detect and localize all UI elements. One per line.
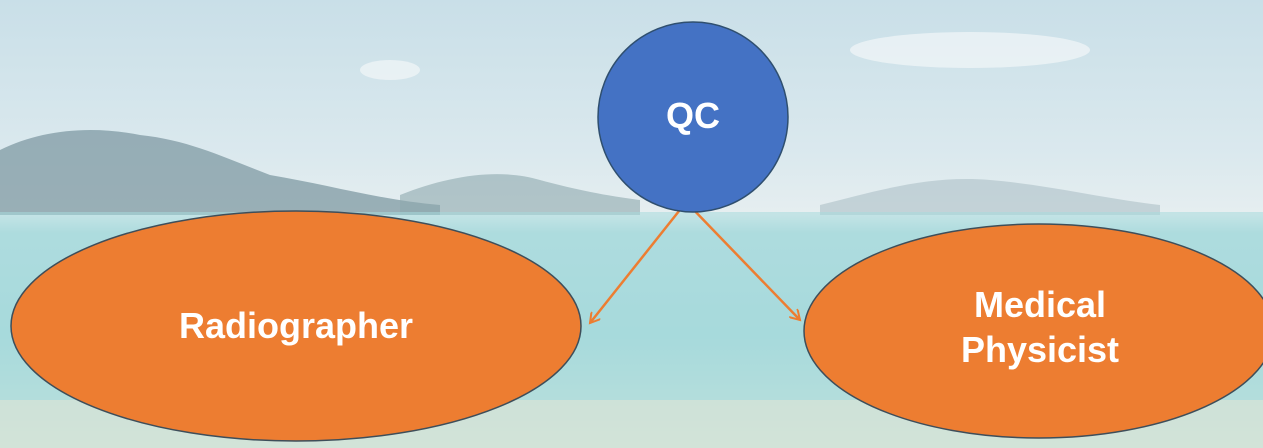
qc-node (597, 21, 789, 213)
mountain-left (0, 130, 440, 215)
medical-physicist-node (803, 223, 1263, 439)
radiographer-label: Radiographer (178, 305, 414, 346)
radiographer-node (10, 210, 582, 442)
medical-physicist-label: Medical Physicist (960, 284, 1120, 370)
mountain-right (820, 179, 1160, 215)
arrow-qc-to-medical-physicist (689, 205, 800, 320)
cloud (850, 32, 1090, 68)
cloud (360, 60, 420, 80)
mountain-middle (400, 174, 640, 215)
arrow-qc-to-radiographer (590, 205, 684, 323)
qc-label: QC (666, 95, 720, 136)
